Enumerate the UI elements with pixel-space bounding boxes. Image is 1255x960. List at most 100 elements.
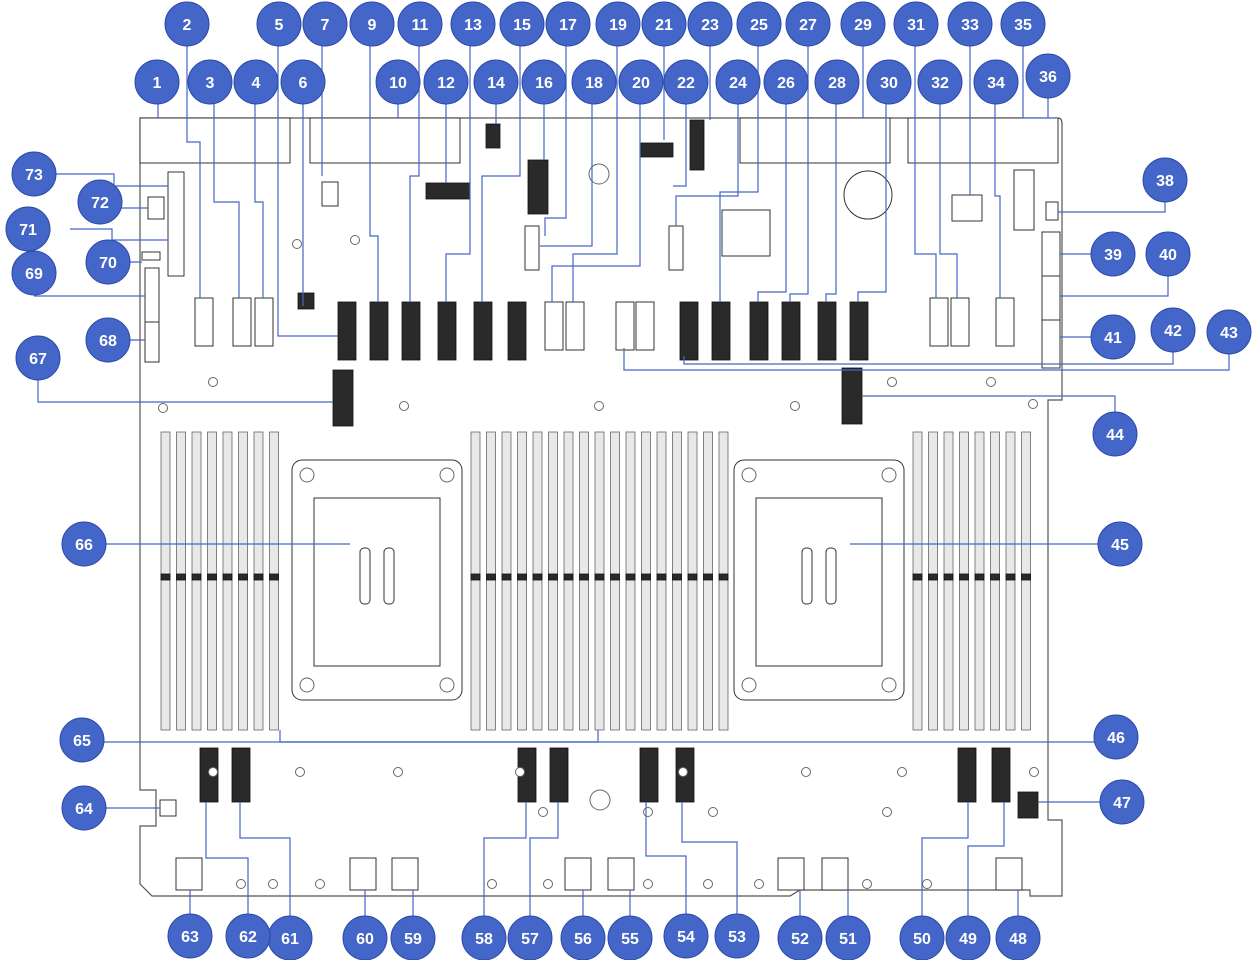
callout-circle	[777, 915, 823, 960]
callout-circle	[995, 915, 1041, 960]
callout-21: 21	[641, 1, 687, 47]
callout-circle	[736, 1, 782, 47]
callout-29: 29	[840, 1, 886, 47]
callout-51: 51	[825, 915, 871, 960]
callout-circle	[973, 59, 1019, 105]
callout-circle	[61, 785, 107, 831]
leader-line	[681, 802, 738, 936]
callout-23: 23	[687, 1, 733, 47]
mounting-hole	[589, 789, 611, 811]
mounting-hole	[268, 879, 278, 889]
callout-circle	[85, 317, 131, 363]
mcio-connector	[749, 301, 769, 361]
mcio-connector	[332, 369, 354, 427]
mounting-hole	[703, 879, 713, 889]
callout-69: 69	[11, 250, 57, 296]
callout-label: 45	[1111, 537, 1129, 554]
leader-line	[254, 100, 264, 298]
dimm-key	[563, 573, 574, 581]
callout-circle	[814, 59, 860, 105]
leader-line	[483, 802, 527, 936]
mounting-hole	[315, 879, 325, 889]
fan-header	[995, 857, 1023, 891]
callout-circle	[899, 915, 945, 960]
leader-line	[789, 40, 809, 302]
callout-55: 55	[607, 915, 653, 960]
callout-circle	[840, 1, 886, 47]
board-outline	[139, 117, 1063, 897]
mcio-connector	[957, 747, 977, 803]
fan-header	[821, 857, 849, 891]
mounting-hole	[643, 807, 653, 817]
callout-circle	[825, 915, 871, 960]
callout-label: 56	[574, 931, 592, 948]
callout-56: 56	[560, 915, 606, 960]
leader-line	[279, 730, 1117, 743]
callout-label: 42	[1164, 323, 1182, 340]
socket-screw	[741, 677, 757, 693]
mounting-hole	[208, 767, 218, 777]
dimm-slot	[222, 431, 233, 731]
callout-label: 2	[183, 17, 192, 34]
callout-circle	[595, 1, 641, 47]
callout-circle	[763, 59, 809, 105]
callout-40: 40	[1145, 231, 1191, 277]
callout-label: 26	[777, 75, 795, 92]
leader-line	[213, 100, 240, 298]
callout-label: 72	[91, 195, 109, 212]
callout-label: 14	[487, 75, 505, 92]
mounting-hole	[1029, 767, 1039, 777]
callout-label: 52	[791, 931, 809, 948]
callout-label: 64	[75, 801, 93, 818]
dimm-key	[943, 573, 954, 581]
vertical-connector	[527, 159, 549, 215]
callout-12: 12	[423, 59, 469, 105]
callout-64: 64	[61, 785, 107, 831]
callout-circle	[945, 915, 991, 960]
callout-circle	[461, 915, 507, 960]
mounting-hole	[292, 239, 302, 249]
dimm-key	[501, 573, 512, 581]
callout-label: 7	[321, 17, 330, 34]
dimm-key	[532, 573, 543, 581]
dimm-key	[486, 573, 496, 581]
socket-screw	[881, 677, 897, 693]
dimm-slot	[610, 431, 620, 731]
callout-label: 49	[959, 931, 977, 948]
dimm-slot	[160, 431, 171, 731]
dimm-slot	[1005, 431, 1016, 731]
mounting-hole	[543, 879, 553, 889]
dimm-key	[1021, 573, 1031, 581]
callout-label: 20	[632, 75, 650, 92]
dimm-key	[470, 573, 481, 581]
callout-circle	[1090, 231, 1136, 277]
callout-54: 54	[663, 913, 709, 959]
dimm-slot	[1021, 431, 1031, 731]
callout-circle	[947, 1, 993, 47]
callout-circle	[1206, 309, 1252, 355]
dimm-key	[594, 573, 605, 581]
callout-circle	[349, 1, 395, 47]
callout-circle	[1099, 779, 1145, 825]
fan-header	[349, 857, 377, 891]
mcio-connector	[507, 301, 527, 361]
mcio-connector	[841, 367, 863, 425]
callout-47: 47	[1099, 779, 1145, 825]
callout-circle	[1093, 714, 1139, 760]
callout-58: 58	[461, 915, 507, 960]
callout-label: 6	[299, 75, 308, 92]
callout-label: 24	[729, 75, 747, 92]
leader-line	[481, 40, 521, 302]
callout-18: 18	[571, 59, 617, 105]
dimm-key	[191, 573, 202, 581]
power-connector	[635, 301, 655, 351]
mcio-connector	[817, 301, 837, 361]
callout-label: 44	[1106, 427, 1124, 444]
mcio-connector	[991, 747, 1011, 803]
mcio-connector	[337, 301, 357, 361]
fan-header	[777, 857, 805, 891]
callout-circle	[167, 913, 213, 959]
pin-header	[144, 267, 160, 329]
callout-5: 5	[256, 1, 302, 47]
